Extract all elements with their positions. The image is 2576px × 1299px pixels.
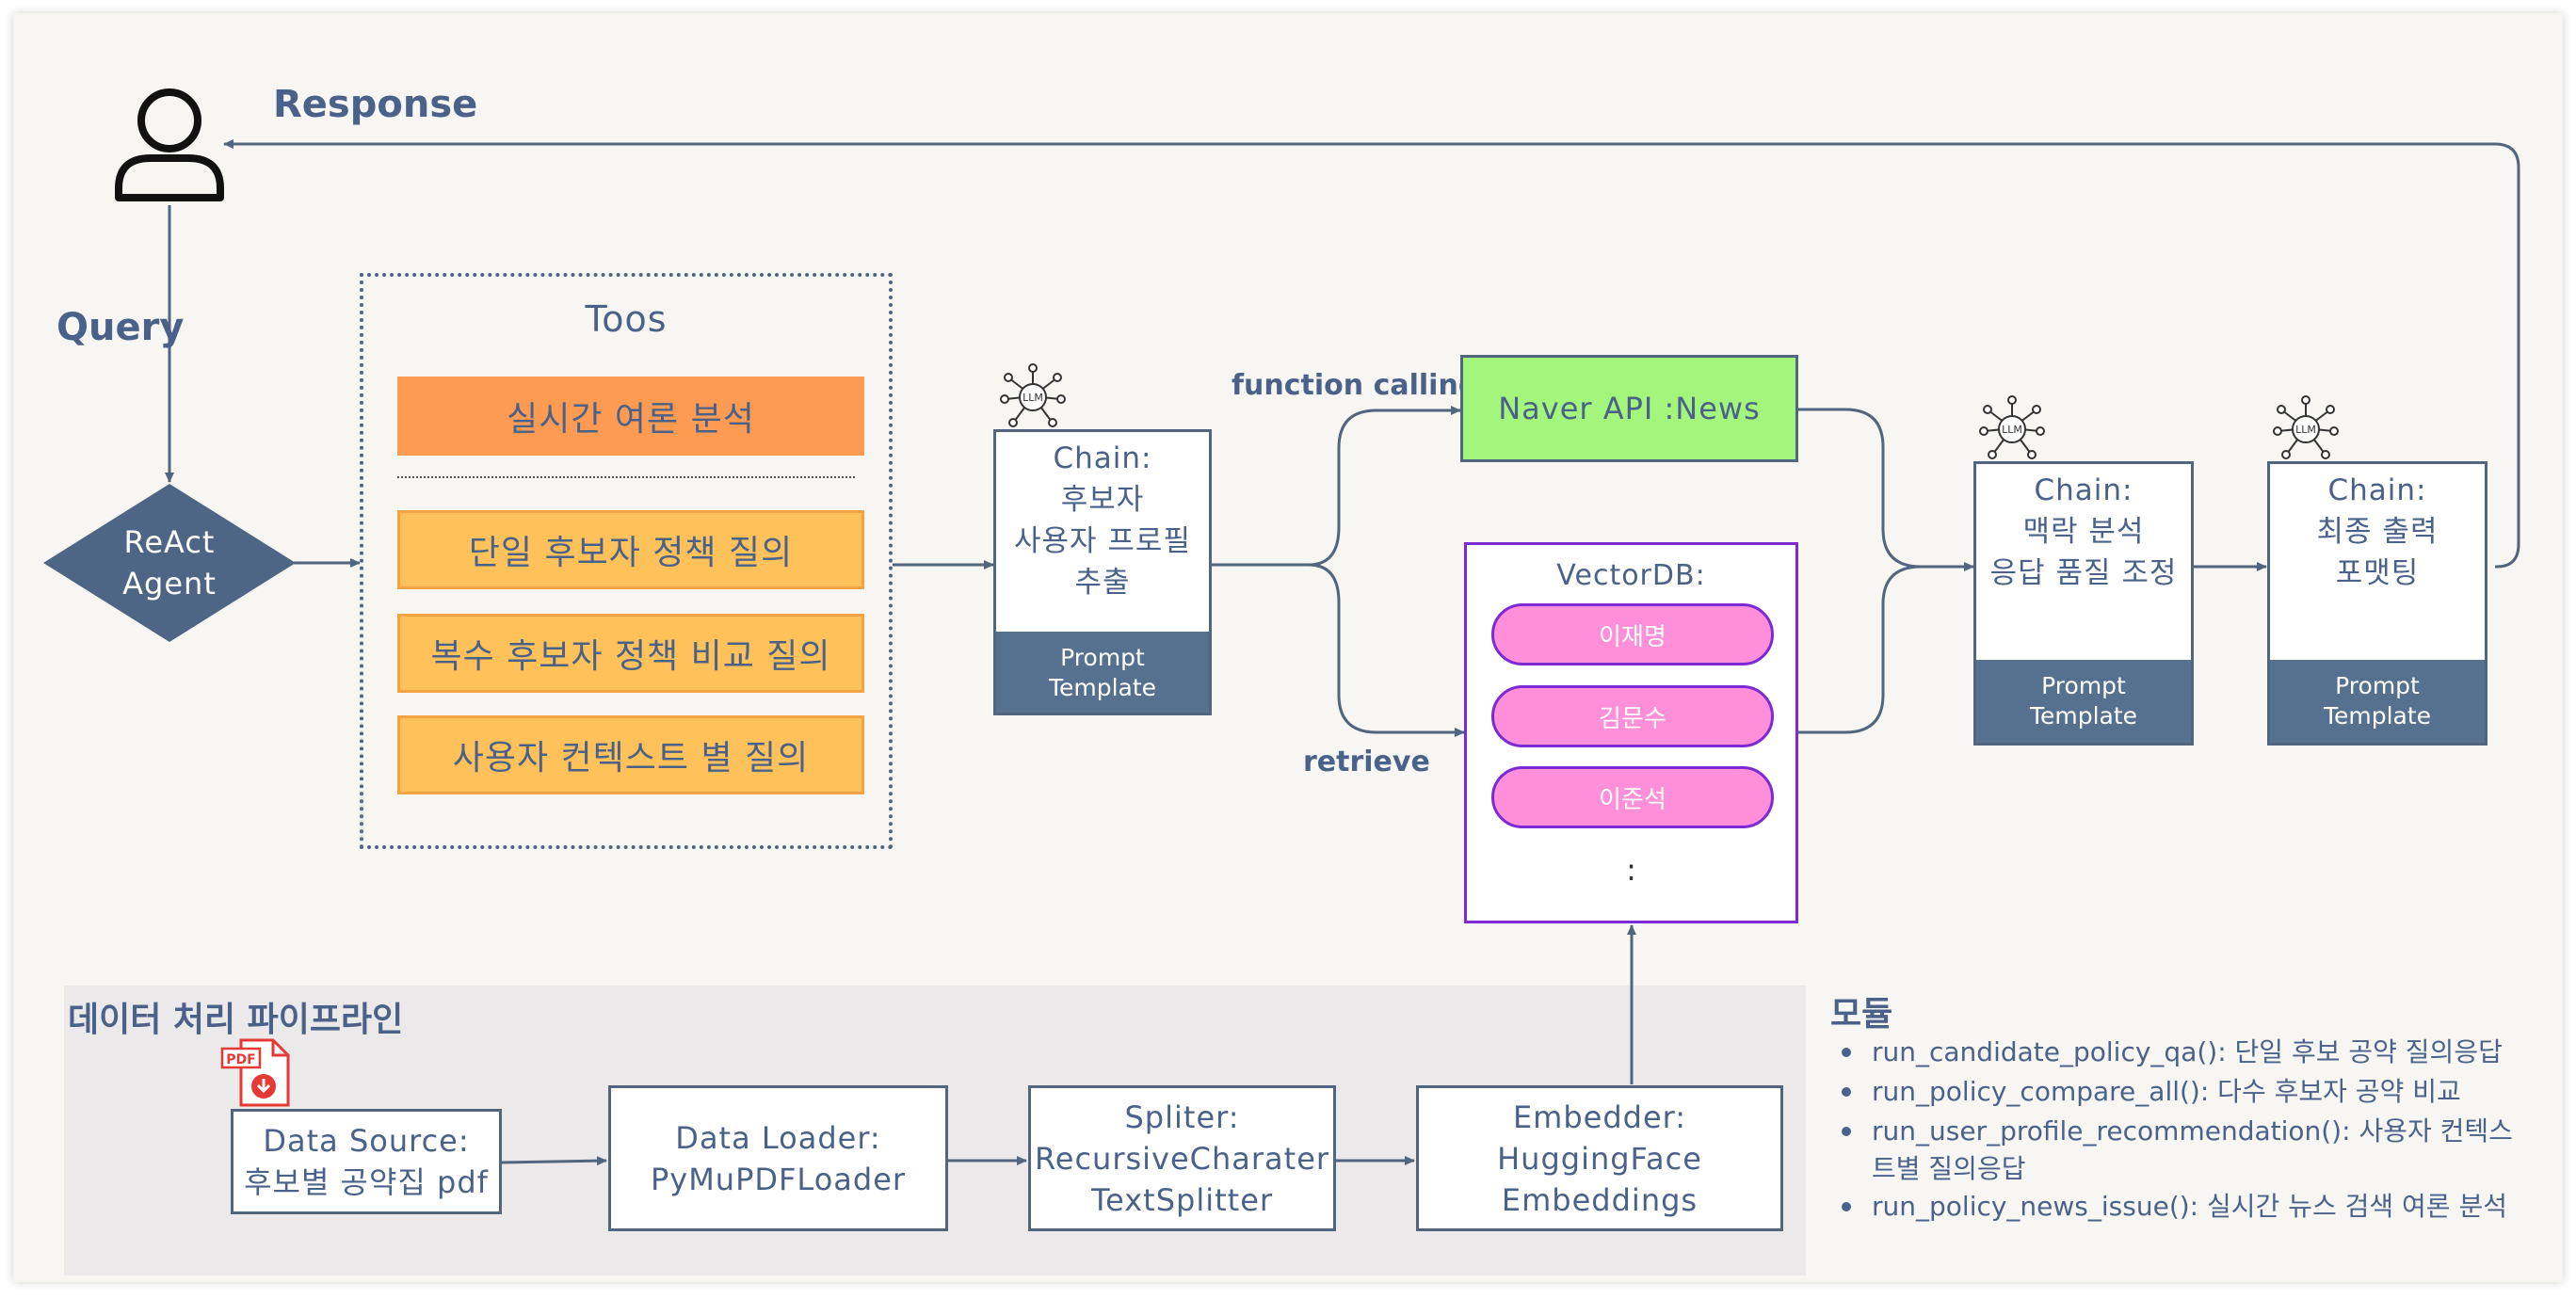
modules-title: 모듈 xyxy=(1830,995,1893,1034)
data-loader-title: Data Loader: xyxy=(675,1119,881,1156)
vectordb-to-chain2-arrow xyxy=(1798,565,1922,734)
prompt-template-badge: Prompt Template xyxy=(996,632,1209,713)
chain3-title: Chain: xyxy=(2327,473,2427,507)
data-loader-node: Data Loader: PyMuPDFLoader xyxy=(608,1085,948,1231)
splitter-detail: TextSplitter xyxy=(1090,1181,1274,1218)
vectordb-item: 이준석 xyxy=(1491,766,1774,828)
chain2-text: Chain: 맥락 분석 응답 품질 조정 xyxy=(1976,470,2191,594)
chain3-line: 포맷팅 xyxy=(2335,556,2420,590)
svg-text:PDF: PDF xyxy=(226,1052,255,1067)
embedder-title: Embedder: xyxy=(1512,1099,1687,1135)
retrieve-label: retrieve xyxy=(1303,746,1430,778)
data-source-detail: 후보별 공약집 pdf xyxy=(244,1164,489,1200)
chain1-title: Chain: xyxy=(1053,441,1152,475)
svg-text:LLM: LLM xyxy=(1022,392,1043,404)
splitter-title: Spliter: xyxy=(1124,1099,1240,1135)
chain1-line: 사용자 프로필 xyxy=(1014,524,1191,558)
chain1-line: 추출 xyxy=(1074,566,1131,600)
chain2-line: 맥락 분석 xyxy=(2022,515,2145,549)
tools-divider xyxy=(397,476,855,478)
chain-profile-extraction: Chain: 후보자 사용자 프로필 추출 Prompt Template xyxy=(993,429,1212,715)
chain2-title: Chain: xyxy=(2034,473,2133,507)
chain1-line: 후보자 xyxy=(1060,483,1145,517)
chain-context-analysis: Chain: 맥락 분석 응답 품질 조정 Prompt Template xyxy=(1973,461,2194,746)
pipeline-title: 데이터 처리 파이프라인 xyxy=(68,1001,404,1039)
module-item: run_candidate_policy_qa(): 단일 후보 공약 질의응답 xyxy=(1838,1034,2553,1071)
module-item: run_user_profile_recommendation(): 사용자 컨… xyxy=(1838,1113,2553,1188)
function-calling-arrow xyxy=(1212,406,1461,567)
agent-diamond-icon xyxy=(43,484,296,642)
data-source-node: Data Source: 후보별 공약집 pdf xyxy=(231,1109,502,1214)
retrieve-arrow xyxy=(1308,563,1465,737)
tool-realtime-opinion: 실시간 여론 분석 xyxy=(397,377,864,456)
prompt-template-badge: Prompt Template xyxy=(1976,660,2191,743)
prompt-template-badge: Prompt Template xyxy=(2270,660,2485,743)
react-agent-node: ReAct Agent xyxy=(41,482,298,644)
pdf-file-icon: PDF xyxy=(220,1038,290,1107)
chain1-text: Chain: 후보자 사용자 프로필 추출 xyxy=(996,438,1209,603)
user-icon xyxy=(115,88,224,201)
modules-list: run_candidate_policy_qa(): 단일 후보 공약 질의응답… xyxy=(1838,1034,2553,1227)
vectordb-more: : xyxy=(1626,852,1636,888)
source-to-loader-arrow xyxy=(501,1156,607,1166)
naver-to-chain2-arrow xyxy=(1798,408,1974,571)
tool-single-candidate: 단일 후보자 정책 질의 xyxy=(397,510,864,589)
module-item-line: 트별 질의응답 xyxy=(1872,1153,2026,1184)
splitter-detail: RecursiveCharater xyxy=(1034,1140,1330,1177)
response-label: Response xyxy=(273,83,478,126)
module-item: run_policy_news_issue(): 실시간 뉴스 검색 여론 분석 xyxy=(1838,1188,2553,1226)
splitter-node: Spliter: RecursiveCharater TextSplitter xyxy=(1028,1085,1336,1231)
vectordb-node: VectorDB: 이재명 김문수 이준석 : xyxy=(1464,542,1798,923)
agent-line2: Agent xyxy=(122,566,217,601)
embedder-detail: Embeddings xyxy=(1501,1181,1699,1218)
vectordb-item: 김문수 xyxy=(1491,685,1774,747)
llm-icon: LLM xyxy=(1979,395,2045,459)
vectordb-title: VectorDB: xyxy=(1556,558,1706,592)
tool-user-context: 사용자 컨텍스트 별 질의 xyxy=(397,715,864,794)
agent-line1: ReAct xyxy=(123,524,216,560)
module-item-line: run_user_profile_recommendation(): 사용자 컨… xyxy=(1872,1115,2513,1147)
svg-text:LLM: LLM xyxy=(2295,424,2316,436)
embedder-node: Embedder: HuggingFace Embeddings xyxy=(1416,1085,1783,1231)
function-calling-label: function calling xyxy=(1232,369,1479,402)
response-arrow xyxy=(223,139,2520,569)
embedder-detail: HuggingFace xyxy=(1497,1140,1702,1177)
llm-icon: LLM xyxy=(2273,395,2339,459)
tools-title: Toos xyxy=(585,298,668,340)
chain3-line: 최종 출력 xyxy=(2316,515,2439,549)
chain2-line: 응답 품질 조정 xyxy=(1989,556,2178,590)
chain-final-formatting: Chain: 최종 출력 포맷팅 Prompt Template xyxy=(2267,461,2487,746)
tools-container: Toos 실시간 여론 분석 단일 후보자 정책 질의 복수 후보자 정책 비교… xyxy=(360,273,893,849)
module-item: run_policy_compare_all(): 다수 후보자 공약 비교 xyxy=(1838,1073,2553,1111)
data-loader-detail: PyMuPDFLoader xyxy=(650,1161,907,1197)
data-source-title: Data Source: xyxy=(263,1123,470,1159)
svg-text:LLM: LLM xyxy=(2002,424,2022,436)
chain3-text: Chain: 최종 출력 포맷팅 xyxy=(2270,470,2485,594)
naver-api-node: Naver API :News xyxy=(1460,355,1798,462)
llm-icon: LLM xyxy=(1000,363,1066,427)
vectordb-item: 이재명 xyxy=(1491,603,1774,666)
tool-multi-candidate: 복수 후보자 정책 비교 질의 xyxy=(397,614,864,693)
query-label: Query xyxy=(56,306,185,349)
